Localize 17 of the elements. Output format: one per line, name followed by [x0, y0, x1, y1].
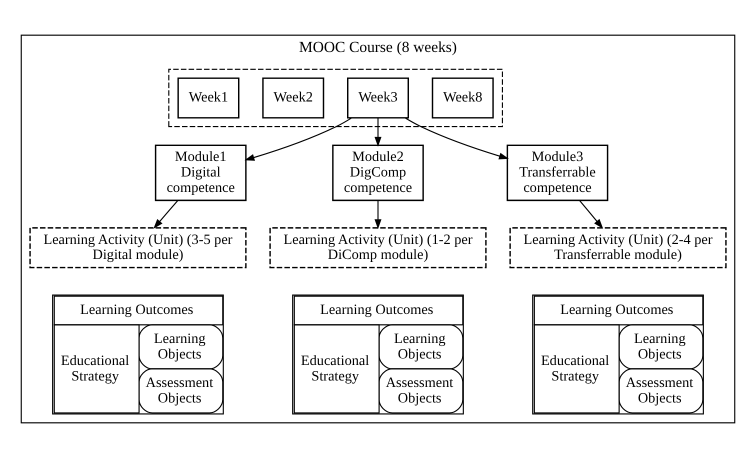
cluster [168, 68, 503, 128]
node-box: Learning Activity (Unit) (2-4 per Transferrable module) [509, 227, 727, 268]
node-box: Learning Activity (Unit) (3-5 per Digital module) [29, 227, 247, 268]
arrow [244, 117, 352, 161]
arrow [404, 117, 509, 160]
node-box: Week3 [347, 77, 409, 118]
arrow [153, 200, 178, 229]
node-box: Week8 [432, 77, 494, 118]
node-box: Week1 [177, 77, 240, 118]
node-box: Module1 Digital competence [154, 144, 247, 202]
node-box: Module3 Transferrable competence [506, 144, 608, 202]
arrow [374, 118, 382, 147]
node-box: Learning Activity (Unit) (1-2 per DiComp module) [269, 227, 487, 268]
node-box: Week2 [262, 77, 324, 118]
arrow [579, 200, 604, 229]
node-box: Module2 DigComp competence [332, 144, 424, 202]
arrow [374, 200, 382, 230]
